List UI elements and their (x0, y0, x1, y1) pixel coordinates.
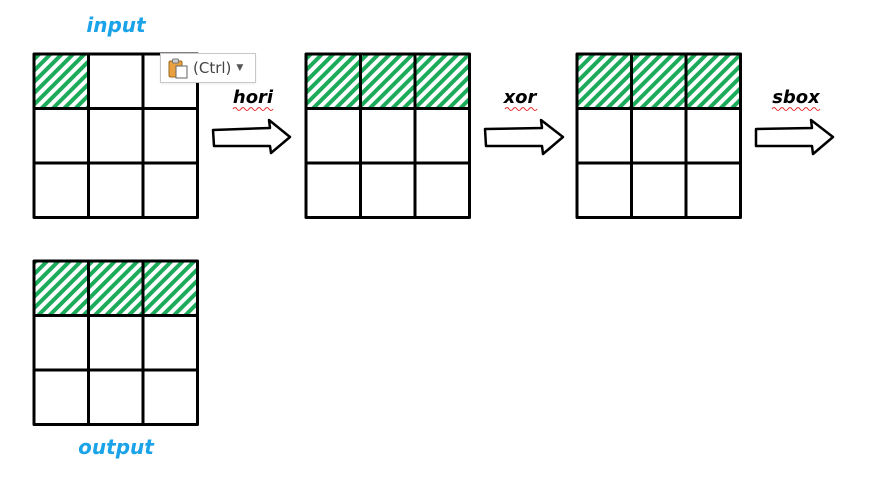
sbox-operation-label: sbox (772, 87, 821, 108)
empty-cell (359, 107, 417, 165)
hori-operation-label: hori (233, 87, 274, 108)
hori-spellcheck-squiggle (232, 107, 274, 111)
empty-cell (87, 52, 145, 110)
chevron-down-icon: ▼ (236, 63, 244, 73)
hori-arrow (211, 118, 292, 155)
hatched-cell (684, 52, 742, 110)
hatched-cell (304, 52, 362, 110)
grid-after-xor (575, 52, 742, 219)
hatched-cell (32, 52, 90, 110)
hatched-cell (575, 52, 633, 110)
paste-options-label: (Ctrl) (193, 59, 232, 77)
empty-cell (32, 107, 90, 165)
empty-cell (630, 107, 688, 165)
empty-cell (684, 107, 742, 165)
empty-cell (87, 368, 145, 426)
empty-cell (87, 107, 145, 165)
xor-operation-label: xor (503, 87, 538, 108)
empty-cell (304, 161, 362, 219)
empty-cell (304, 107, 362, 165)
empty-cell (141, 314, 199, 372)
empty-cell (87, 161, 145, 219)
empty-cell (684, 161, 742, 219)
input-label: input (86, 13, 147, 37)
empty-cell (32, 368, 90, 426)
paste-options-button[interactable]: (Ctrl) ▼ (160, 53, 256, 83)
sbox-spellcheck-squiggle (771, 107, 821, 111)
empty-cell (141, 368, 199, 426)
empty-cell (87, 314, 145, 372)
empty-cell (141, 107, 199, 165)
empty-cell (413, 107, 471, 165)
empty-cell (32, 161, 90, 219)
hatched-cell (359, 52, 417, 110)
clipboard-paste-icon (168, 58, 188, 79)
empty-cell (141, 161, 199, 219)
hatched-cell (87, 259, 145, 317)
empty-cell (575, 161, 633, 219)
xor-spellcheck-squiggle (504, 107, 538, 111)
empty-cell (630, 161, 688, 219)
grid-output (32, 259, 199, 426)
empty-cell (359, 161, 417, 219)
xor-arrow (483, 118, 565, 156)
hatched-cell (32, 259, 90, 317)
grid-after-hori (304, 52, 471, 219)
empty-cell (575, 107, 633, 165)
empty-cell (413, 161, 471, 219)
hatched-cell (413, 52, 471, 110)
hatched-cell (630, 52, 688, 110)
empty-cell (32, 314, 90, 372)
output-label: output (78, 435, 155, 459)
sbox-arrow (754, 118, 835, 156)
hatched-cell (141, 259, 199, 317)
